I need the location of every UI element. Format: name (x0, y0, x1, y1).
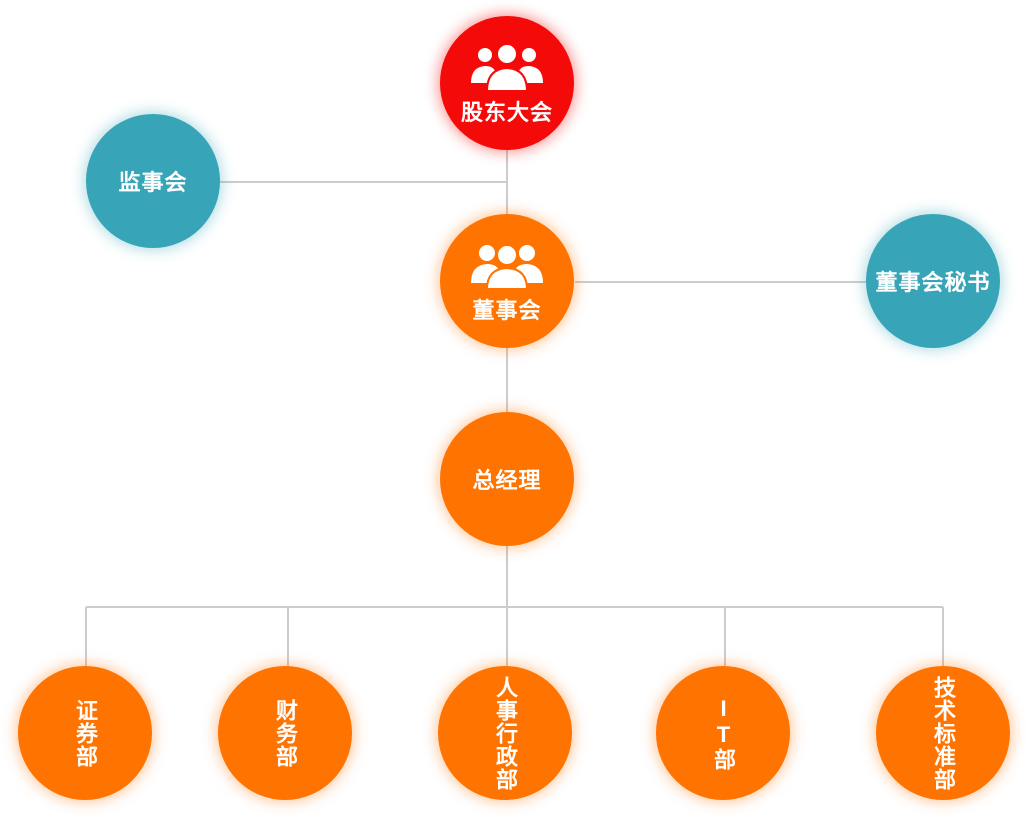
node-label: 股东大会 (460, 100, 553, 125)
node-department-hr-admin: 人事行政部 (438, 666, 572, 800)
node-label: 财务部 (273, 698, 298, 768)
node-supervisory-board: 监事会 (86, 114, 220, 248)
node-board-secretary: 董事会秘书 (866, 214, 1000, 348)
node-department-it: IT部 (656, 666, 790, 800)
node-board-of-directors: 董事会 (440, 214, 574, 348)
node-label: 技术标准部 (931, 675, 956, 791)
node-label: 监事会 (118, 170, 188, 195)
node-department-finance: 财务部 (218, 666, 352, 800)
node-department-securities: 证券部 (18, 666, 152, 800)
node-label: 证券部 (73, 698, 98, 768)
node-label: 人事行政部 (493, 675, 518, 791)
node-label: IT部 (711, 695, 736, 771)
node-general-manager: 总经理 (440, 412, 574, 546)
node-label: 董事会秘书 (875, 270, 991, 295)
node-label: 董事会 (472, 298, 542, 323)
people-group-icon (471, 43, 543, 92)
people-group-icon (471, 244, 543, 290)
node-shareholders-meeting: 股东大会 (440, 16, 574, 150)
node-label: 总经理 (472, 468, 542, 493)
node-department-tech-standards: 技术标准部 (876, 666, 1010, 800)
